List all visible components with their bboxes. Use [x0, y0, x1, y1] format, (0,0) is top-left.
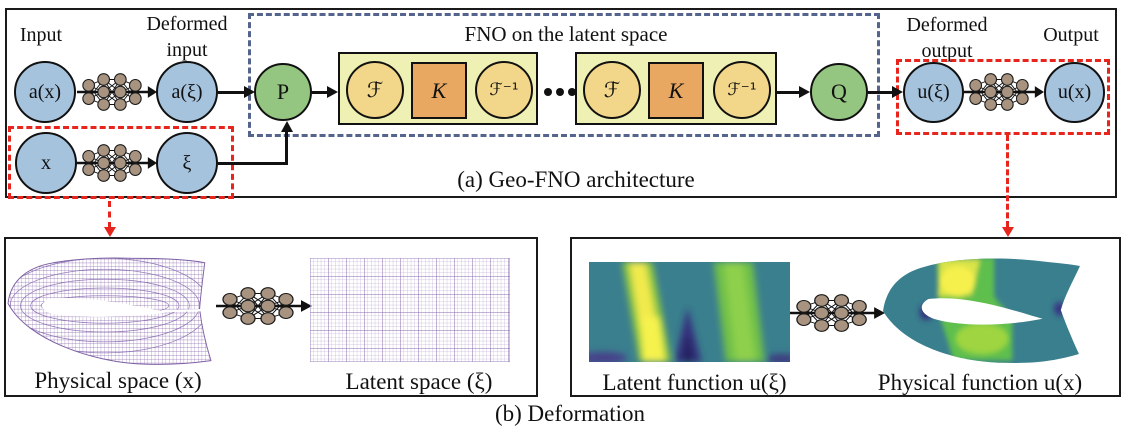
neural-net-icon [964, 72, 1044, 112]
deformed-output-line1: Deformed [906, 14, 988, 36]
fourier-transform-node: ℱ [346, 61, 404, 119]
physical-function-image [883, 258, 1080, 364]
kernel-node: K [411, 62, 467, 119]
fno-block-2: ℱ K ℱ⁻¹ [575, 52, 777, 125]
arrow-q-to-u-xi [868, 90, 893, 94]
arrowhead-icon [327, 86, 338, 98]
output-label: Output [1043, 24, 1099, 46]
neural-net-icon [77, 72, 157, 112]
kernel-node: K [648, 62, 704, 119]
red-arrowhead-icon [104, 227, 116, 237]
panel-b-caption: (b) Deformation [494, 401, 646, 426]
node-u-x: u(x) [1044, 62, 1105, 123]
node-q: Q [810, 63, 868, 121]
latent-function-label: Latent function u(ξ) [602, 370, 787, 395]
panel-a-caption: (a) Geo-FNO architecture [457, 167, 695, 192]
node-xi: ξ [156, 132, 218, 194]
ellipsis-icon [544, 88, 576, 96]
fno-block-1: ℱ K ℱ⁻¹ [338, 52, 538, 125]
node-p: P [254, 63, 312, 121]
red-connector-left [108, 201, 111, 228]
physical-function-label: Physical function u(x) [877, 370, 1083, 395]
physical-space-mesh-image [7, 257, 212, 365]
arrowhead-icon [244, 86, 255, 98]
connector-xi-to-p [285, 131, 288, 164]
arrow-fno-to-q [777, 90, 800, 94]
node-u-xi: u(ξ) [903, 62, 964, 123]
latent-space-grid-image [310, 258, 510, 362]
fourier-transform-node: ℱ [583, 61, 641, 119]
fno-latent-space-dashed-box [248, 13, 880, 137]
neural-net-icon [216, 286, 312, 326]
latent-space-label: Latent space (ξ) [345, 369, 493, 394]
arrow-p-to-fno [312, 90, 329, 94]
node-a-xi: a(ξ) [156, 61, 218, 123]
latent-function-image [589, 262, 790, 362]
deformed-input-line2: input [166, 39, 208, 61]
arrowhead-icon [799, 86, 810, 98]
deformed-output-label: Deformed output [894, 12, 1000, 64]
node-a-x: a(x) [14, 61, 76, 123]
arrowhead-icon [280, 121, 293, 132]
fno-title: FNO on the latent space [464, 22, 668, 46]
red-arrowhead-icon [1002, 227, 1014, 237]
arrowhead-icon [892, 86, 903, 98]
deformed-input-line1: Deformed [146, 13, 228, 35]
deformed-input-label: Deformed input [134, 11, 240, 63]
input-label: Input [19, 24, 63, 46]
deformed-output-line2: output [921, 40, 973, 62]
inverse-fourier-node: ℱ⁻¹ [475, 61, 533, 119]
neural-net-icon [790, 293, 885, 333]
inverse-fourier-node: ℱ⁻¹ [713, 61, 771, 119]
physical-space-label: Physical space (x) [34, 368, 202, 393]
neural-net-icon [77, 143, 157, 183]
red-connector-right [1006, 135, 1009, 227]
arrow-a-xi-to-p [218, 90, 246, 94]
connector-xi-to-p [218, 161, 288, 165]
node-x: x [15, 132, 77, 194]
